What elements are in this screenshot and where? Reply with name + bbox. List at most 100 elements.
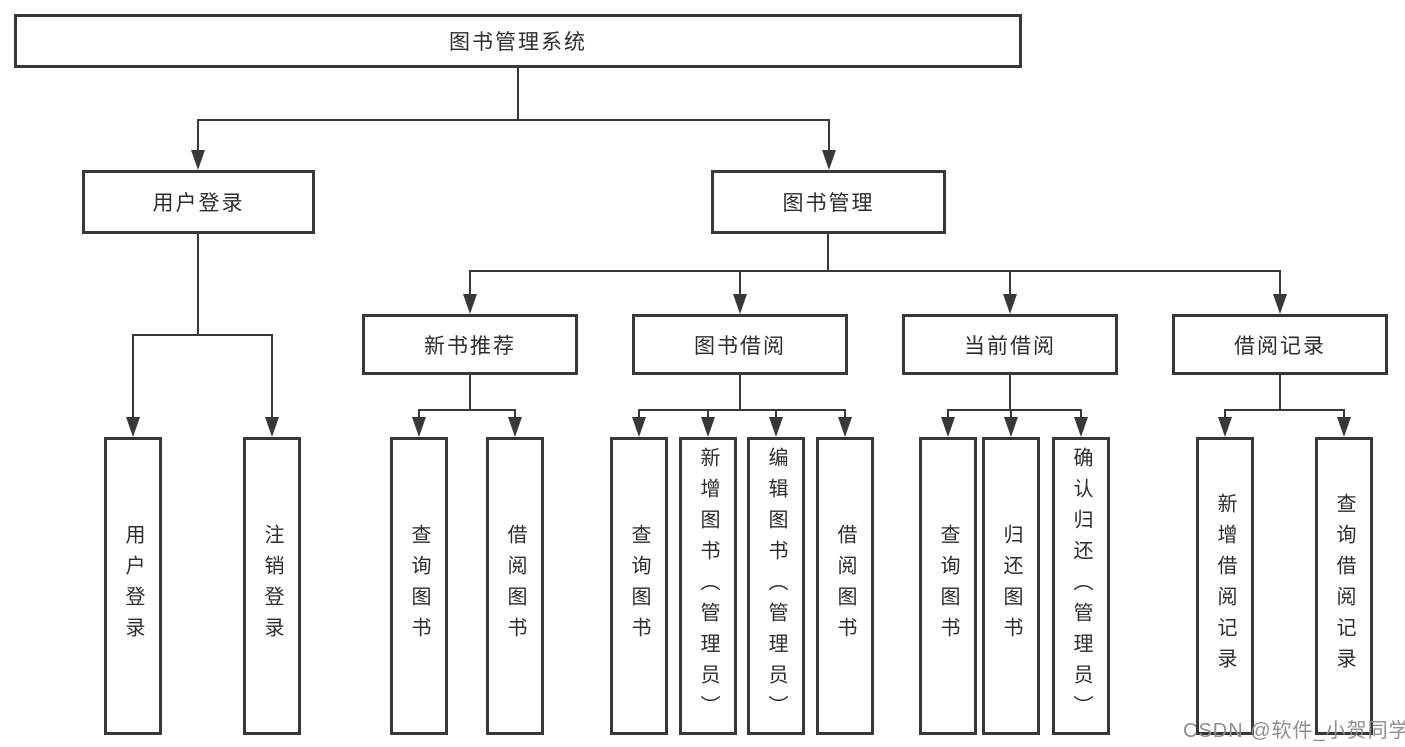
down-arrow [265,335,279,437]
node-label: 查询图书 [408,524,430,648]
arrow-shaft [1080,410,1082,419]
leaf-borrow-books-recommend: 借阅图书 [486,437,544,735]
down-arrow [1337,410,1351,437]
node-current-borrowing: 当前借阅 [902,314,1118,375]
arrow-head-icon [1004,417,1018,437]
down-arrow [632,410,646,437]
arrow-head-icon [191,150,205,170]
connector-segment [197,234,199,336]
node-label: 查询图书 [937,524,959,648]
node-label: 编辑图书（管理员） [765,446,787,726]
arrow-head-icon [412,417,426,437]
arrow-shaft [1010,410,1012,419]
node-label: 新书推荐 [424,334,516,358]
down-arrow [191,120,205,170]
arrow-head-icon [1273,294,1287,314]
connector-segment [1279,375,1281,411]
connector-segment [827,234,829,272]
arrow-shaft [1224,410,1226,419]
down-arrow [1273,271,1287,314]
arrow-shaft [514,410,516,419]
arrow-head-icon [1003,294,1017,314]
arrow-head-icon [508,417,522,437]
arrow-head-icon [463,294,477,314]
arrow-shaft [947,410,949,419]
arrow-head-icon [265,417,279,437]
leaf-query-borrow-record: 查询借阅记录 [1315,437,1373,735]
arrow-shaft [1343,410,1345,419]
arrow-shaft [197,120,199,152]
leaf-add-borrow-record: 新增借阅记录 [1196,437,1254,735]
arrow-shaft [271,335,273,419]
arrow-shaft [844,410,846,419]
arrow-head-icon [1337,417,1351,437]
node-label: 查询图书 [628,524,650,648]
down-arrow [412,410,426,437]
arrow-shaft [1279,271,1281,296]
arrow-head-icon [733,294,747,314]
connector-segment [132,334,273,336]
node-label: 借阅图书 [834,524,856,648]
node-book-borrowing: 图书借阅 [632,314,848,375]
connector-segment [418,409,516,411]
down-arrow [1003,271,1017,314]
arrow-shaft [828,120,830,152]
arrow-shaft [418,410,420,419]
arrow-shaft [1009,271,1011,296]
connector-segment [469,270,1281,272]
arrow-head-icon [126,417,140,437]
node-new-book-recommendation: 新书推荐 [362,314,578,375]
arrow-shaft [775,410,777,419]
leaf-logout: 注销登录 [243,437,301,735]
connector-segment [469,375,471,411]
node-label: 借阅记录 [1234,334,1326,358]
node-label: 查询借阅记录 [1333,493,1355,679]
connector-segment [1009,375,1011,411]
node-label: 图书借阅 [694,334,786,358]
node-user-login: 用户登录 [82,170,315,234]
node-label: 当前借阅 [964,334,1056,358]
connector-segment [739,375,741,411]
arrow-head-icon [838,417,852,437]
arrow-head-icon [1218,417,1232,437]
connector-segment [197,119,830,121]
connector-segment [517,68,519,121]
leaf-query-books-borrowing: 查询图书 [610,437,668,735]
leaf-return-books: 归还图书 [982,437,1040,735]
leaf-edit-books-admin: 编辑图书（管理员） [747,437,805,735]
down-arrow [769,410,783,437]
arrow-head-icon [1074,417,1088,437]
arrow-shaft [707,410,709,419]
arrow-shaft [638,410,640,419]
arrow-shaft [469,271,471,296]
node-label: 归还图书 [1000,524,1022,648]
node-borrowing-records: 借阅记录 [1172,314,1388,375]
down-arrow [941,410,955,437]
arrow-head-icon [941,417,955,437]
connector-segment [947,409,1082,411]
node-label: 新增图书（管理员） [697,446,719,726]
down-arrow [1004,410,1018,437]
node-label: 用户登录 [152,192,245,215]
node-library-management-system: 图书管理系统 [14,14,1022,68]
down-arrow [838,410,852,437]
csdn-watermark: CSDN @软件_小贺同学 [1183,720,1405,742]
leaf-user-login: 用户登录 [104,437,162,735]
leaf-add-books-admin: 新增图书（管理员） [679,437,737,735]
down-arrow [463,271,477,314]
arrow-head-icon [701,417,715,437]
down-arrow [126,335,140,437]
connector-segment [638,409,846,411]
down-arrow [701,410,715,437]
node-label: 用户登录 [122,524,144,648]
leaf-query-books-recommend: 查询图书 [390,437,448,735]
arrow-head-icon [769,417,783,437]
down-arrow [1074,410,1088,437]
down-arrow [822,120,836,170]
node-book-management: 图书管理 [711,170,946,234]
leaf-confirm-return-admin: 确认归还（管理员） [1052,437,1110,735]
arrow-head-icon [632,417,646,437]
connector-segment [1224,409,1345,411]
node-label: 确认归还（管理员） [1070,446,1092,726]
